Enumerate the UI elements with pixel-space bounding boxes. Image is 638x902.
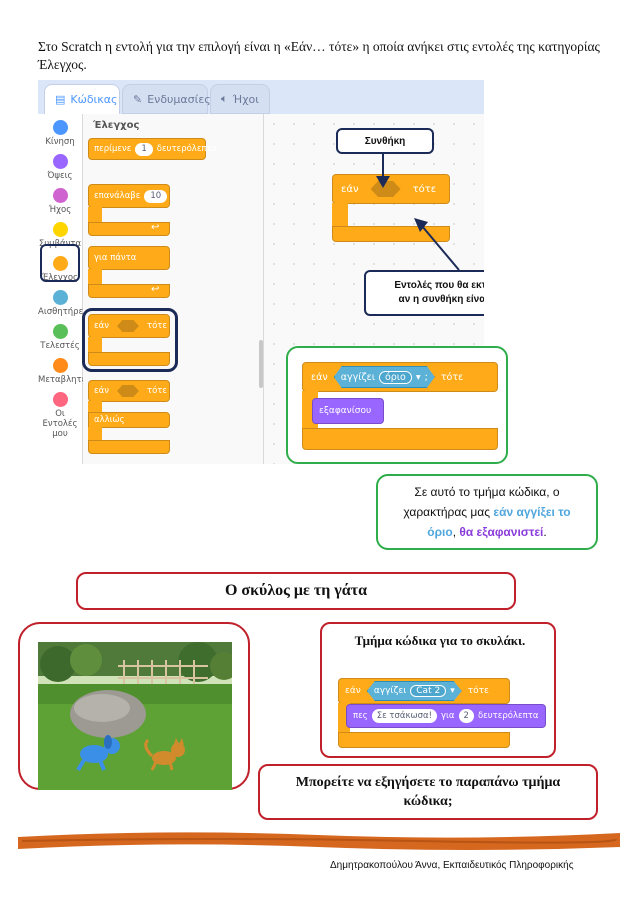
brush-icon: ✎ — [133, 92, 143, 106]
category-sensing[interactable]: Αισθητήρες — [38, 290, 88, 317]
intro-text: Στο Scratch η εντολή για την επιλογή είν… — [38, 39, 600, 72]
section-title: Ο σκύλος με τη γάτα — [76, 572, 516, 610]
footer-author: Δημητρακοπούλου Άννα, Εκπαιδευτικός Πληρ… — [330, 860, 574, 871]
category-column: Κίνηση Όψεις Ήχος Συμβάντα Έλεγχος Αισθη… — [38, 114, 91, 464]
touching-edge-block[interactable]: αγγίζει όριο▾; — [334, 366, 435, 388]
palette-title: Έλεγχος — [93, 120, 140, 131]
explanation-text: Σε αυτό το τμήμα κώδικα, ο χαρακτήρας μα… — [403, 485, 571, 539]
callout-arrows — [376, 154, 460, 271]
repeat-block-end: ↩ — [88, 222, 170, 236]
category-operators[interactable]: Τελεστές — [38, 324, 82, 351]
touching-cat-block[interactable]: αγγίζει Cat 2▾ — [367, 681, 462, 701]
category-variables[interactable]: Μεταβλητές — [38, 358, 91, 385]
dog-cat-scene-image — [38, 642, 232, 790]
forever-block-end: ↩ — [88, 284, 170, 298]
say-for-secs-block[interactable]: πες Σε τσάκωσα! για 2 δευτερόλεπτα — [346, 704, 546, 728]
if-else-block-end — [88, 440, 170, 454]
dropdown-arrow-icon: ▾ — [415, 371, 421, 383]
dog-if-block[interactable]: εάν αγγίζει Cat 2▾ τότε — [338, 678, 510, 704]
category-sound[interactable]: Ήχος — [38, 188, 82, 215]
forever-block[interactable]: για πάντα — [88, 246, 170, 270]
tab-code[interactable]: ▤ Κώδικας — [44, 84, 120, 114]
tab-sounds[interactable]: 🔈︎ Ήχοι — [210, 84, 270, 114]
else-label: αλλιώς — [88, 412, 170, 428]
question-box: Μπορείτε να εξηγήσετε το παραπάνω τμήμα … — [258, 764, 598, 820]
tab-costumes[interactable]: ✎ Ενδυμασίες — [122, 84, 211, 114]
example-if-block-end — [302, 428, 498, 450]
tab-bar: ▤ Κώδικας ✎ Ενδυμασίες 🔈︎ Ήχοι — [38, 80, 484, 114]
dog-code-box: Τμήμα κώδικα για το σκυλάκι. εάν αγγίζει… — [320, 622, 556, 758]
dog-if-block-end — [338, 732, 510, 748]
condition-callout: Συνθήκη — [336, 128, 434, 154]
category-looks[interactable]: Όψεις — [38, 154, 82, 181]
speaker-icon: 🔈︎ — [221, 92, 228, 105]
category-motion[interactable]: Κίνηση — [38, 120, 82, 147]
control-category-highlight — [40, 244, 80, 282]
palette-scrollbar[interactable] — [259, 340, 263, 388]
if-then-block-end — [88, 352, 170, 366]
hide-block[interactable]: εξαφανίσου — [312, 398, 384, 424]
category-my-blocks[interactable]: Οι Εντολές μου — [38, 392, 82, 439]
code-icon: ▤ — [55, 93, 66, 106]
example-code-box: εάν αγγίζει όριο▾; τότε εξαφανίσου — [286, 346, 508, 464]
brush-stroke-divider — [18, 832, 620, 850]
explanation-box: Σε αυτό το τμήμα κώδικα, ο χαρακτήρας μα… — [376, 474, 598, 550]
if-then-highlight — [82, 308, 178, 372]
scene-frame — [18, 622, 250, 790]
category-control[interactable]: Έλεγχος — [38, 256, 82, 283]
example-if-block[interactable]: εάν αγγίζει όριο▾; τότε — [302, 362, 498, 392]
commands-callout: Εντολές που θα εκτελεστούν αν η συνθήκη … — [364, 270, 484, 316]
dropdown-arrow-icon: ▾ — [450, 686, 455, 696]
dog-code-title: Τμήμα κώδικα για το σκυλάκι. — [354, 633, 526, 648]
